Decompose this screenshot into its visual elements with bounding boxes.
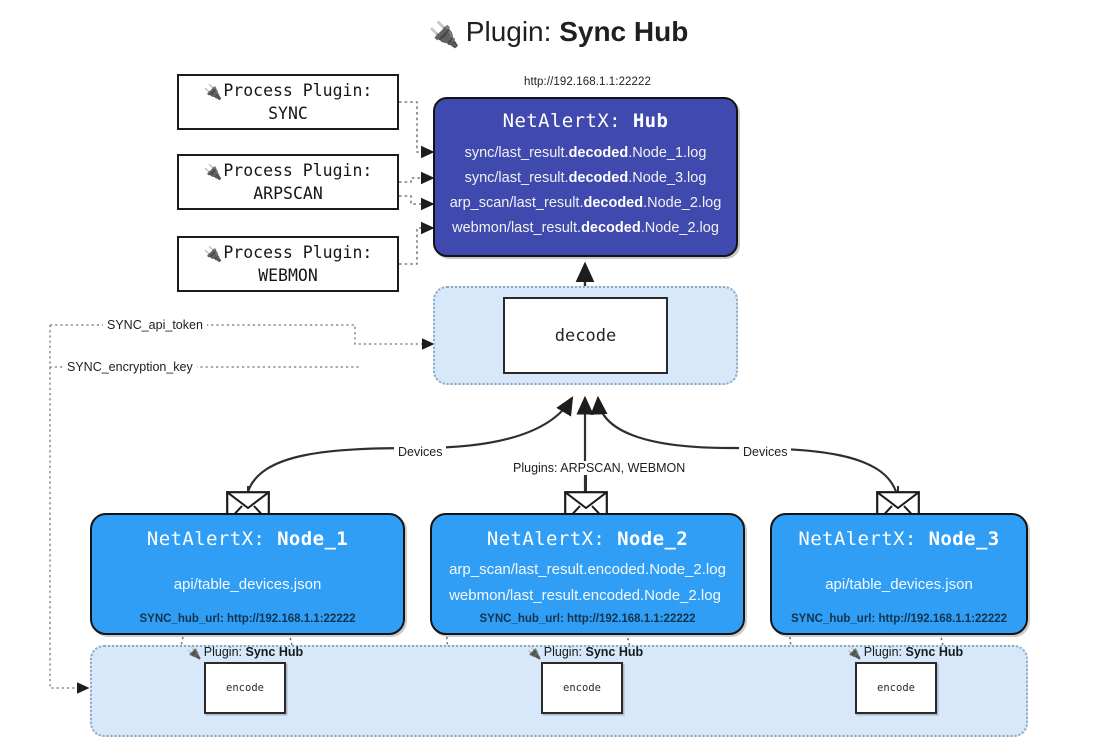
process-plugin-arpscan[interactable]: 🔌Process Plugin: ARPSCAN (177, 154, 399, 210)
wire-webmon-to-hub (399, 221, 435, 265)
process-plugin-arpscan-line1: Process Plugin: (223, 161, 373, 180)
node-2-footer: SYNC_hub_url: http://192.168.1.1:22222 (479, 613, 696, 625)
node-1-title: NetAlertX: Node_1 (147, 528, 348, 550)
hub-logline-1: sync/last_result.decoded.Node_1.log (465, 141, 707, 166)
hub-logline-2-post: .Node_3.log (628, 170, 707, 186)
edge-label-plugins: Plugins: ARPSCAN, WEBMON (509, 461, 690, 475)
hub-logline-3: arp_scan/last_result.decoded.Node_2.log (450, 191, 722, 216)
node-3-title: NetAlertX: Node_3 (798, 528, 999, 550)
page-title-name: Sync Hub (559, 16, 689, 47)
wire-sync-to-hub (399, 101, 435, 159)
hub-logline-2-pre: sync/last_result. (464, 170, 569, 186)
encoder-2-name: Sync Hub (585, 645, 644, 659)
encoder-3-prefix: Plugin: (863, 645, 903, 659)
node-1-title-prefix: NetAlertX: (146, 528, 266, 550)
encode-box-3[interactable]: encode (855, 662, 937, 714)
hub-title-name: Hub (632, 110, 669, 132)
encoder-3-label: 🔌Plugin: Sync Hub (810, 645, 1000, 660)
hub-logline-1-post: .Node_1.log (628, 145, 707, 161)
encode-box-1[interactable]: encode (204, 662, 286, 714)
hub-logline-3-mid: decoded (583, 195, 644, 211)
hub-logline-4-pre: webmon/last_result. (452, 220, 582, 236)
node-2-title-name: Node_2 (617, 528, 689, 550)
encoder-1-name: Sync Hub (245, 645, 304, 659)
node-box-node-3[interactable]: NetAlertX: Node_3 api/table_devices.json… (770, 513, 1028, 635)
hub-logline-2: sync/last_result.decoded.Node_3.log (465, 166, 707, 191)
wire-arpscan-to-hub (399, 171, 435, 185)
edge-label-devices-right: Devices (739, 445, 792, 459)
node-2-title: NetAlertX: Node_2 (487, 528, 688, 550)
node-3-title-name: Node_3 (928, 528, 1000, 550)
plug-icon: 🔌 (186, 646, 202, 660)
encoder-1-label: 🔌Plugin: Sync Hub (150, 645, 340, 660)
plug-icon: 🔌 (428, 21, 460, 49)
hub-node[interactable]: NetAlertX: Hub sync/last_result.decoded.… (433, 97, 738, 257)
node-2-line-1: arp_scan/last_result.encoded.Node_2.log (449, 561, 726, 578)
hub-logline-2-mid: decoded (568, 170, 629, 186)
decode-box[interactable]: decode (503, 297, 668, 374)
process-plugin-arpscan-line2: ARPSCAN (253, 184, 323, 203)
process-plugin-webmon-line1: Process Plugin: (223, 243, 373, 262)
plug-icon: 🔌 (526, 646, 542, 660)
process-plugin-sync-line1: Process Plugin: (223, 81, 373, 100)
node-1-line-1: api/table_devices.json (173, 576, 322, 593)
hub-logline-1-mid: decoded (568, 145, 629, 161)
plug-icon: 🔌 (203, 163, 223, 181)
hub-title-prefix: NetAlertX: (502, 110, 621, 132)
node-3-footer: SYNC_hub_url: http://192.168.1.1:22222 (790, 613, 1008, 625)
node-3-title-prefix: NetAlertX: (798, 528, 917, 550)
node-1-footer: SYNC_hub_url: http://192.168.1.1:22222 (139, 613, 356, 625)
process-plugin-webmon-line2: WEBMON (258, 266, 318, 285)
plug-icon: 🔌 (203, 245, 223, 263)
encoder-2-label: 🔌Plugin: Sync Hub (490, 645, 680, 660)
node-3-line-1: api/table_devices.json (825, 576, 973, 593)
node-box-node-1[interactable]: NetAlertX: Node_1 api/table_devices.json… (90, 513, 405, 635)
node-2-title-prefix: NetAlertX: (486, 528, 606, 550)
page-title-prefix: Plugin: (465, 16, 552, 47)
encoder-3-name: Sync Hub (905, 645, 964, 659)
wire-secrets-to-plugins (49, 367, 90, 694)
encoder-2-prefix: Plugin: (543, 645, 583, 659)
process-plugin-sync-line2: SYNC (268, 104, 308, 123)
label-sync-api-token: SYNC_api_token (103, 318, 207, 332)
encoder-1-prefix: Plugin: (203, 645, 243, 659)
hub-logline-1-pre: sync/last_result. (464, 145, 569, 161)
hub-logline-3-pre: arp_scan/last_result. (449, 195, 584, 211)
plug-icon: 🔌 (203, 83, 223, 101)
node-2-line-2: webmon/last_result.encoded.Node_2.log (449, 587, 721, 604)
encode-box-2[interactable]: encode (541, 662, 623, 714)
wire-arpscan-to-hub-2 (399, 195, 435, 211)
node-box-node-2[interactable]: NetAlertX: Node_2 arp_scan/last_result.e… (430, 513, 745, 635)
hub-logline-4: webmon/last_result.decoded.Node_2.log (452, 216, 719, 241)
hub-url-label: http://192.168.1.1:22222 (523, 76, 652, 88)
label-sync-encryption-key: SYNC_encryption_key (63, 360, 197, 374)
hub-logline-4-post: .Node_2.log (640, 220, 719, 236)
hub-logline-3-post: .Node_2.log (643, 195, 722, 211)
process-plugin-sync[interactable]: 🔌Process Plugin: SYNC (177, 74, 399, 130)
edge-label-devices-left: Devices (394, 445, 447, 459)
node-1-title-name: Node_1 (277, 528, 349, 550)
page-title: 🔌Plugin: Sync Hub (0, 14, 1117, 53)
process-plugin-webmon[interactable]: 🔌Process Plugin: WEBMON (177, 236, 399, 292)
hub-logline-4-mid: decoded (581, 220, 641, 236)
plug-icon: 🔌 (846, 646, 862, 660)
hub-node-title: NetAlertX: Hub (503, 110, 669, 132)
